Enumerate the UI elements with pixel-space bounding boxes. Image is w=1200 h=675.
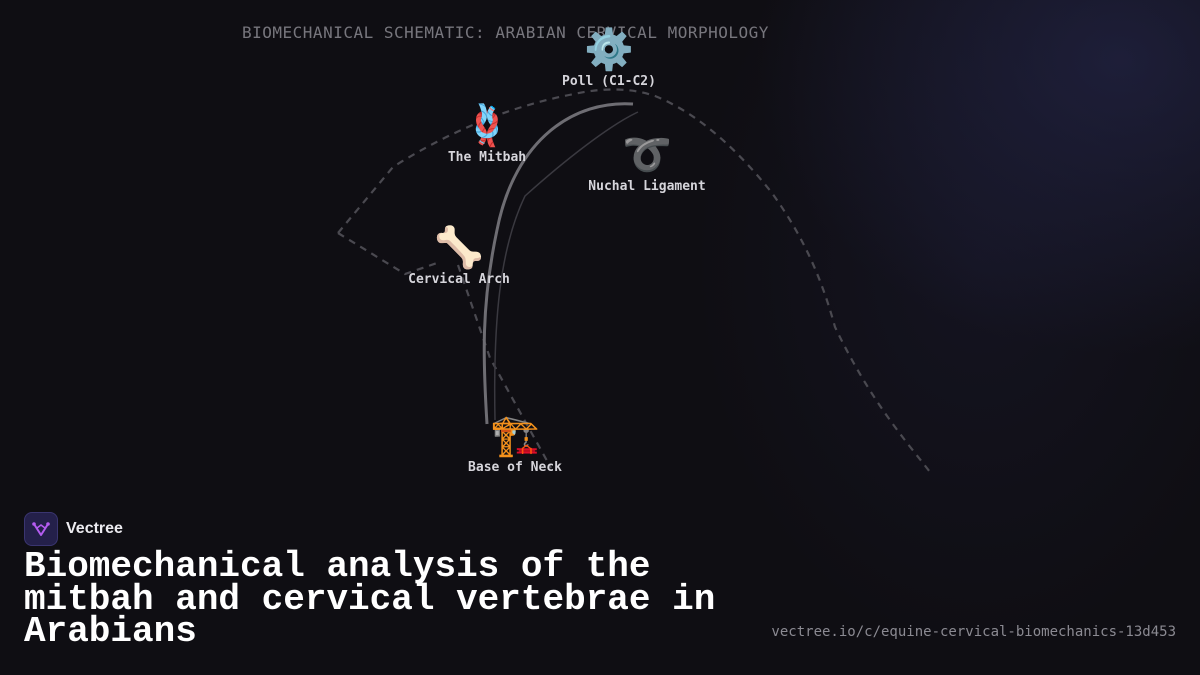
brand[interactable]: Vectree <box>24 512 123 546</box>
node-label: The Mitbah <box>447 150 527 165</box>
node-nuchal-ligament[interactable]: ➰ Nuchal Ligament <box>588 135 705 194</box>
nuchal-ligament-line <box>493 111 639 421</box>
neck-outline-dashed <box>337 88 931 473</box>
source-url[interactable]: vectree.io/c/equine-cervical-biomechanic… <box>771 624 1176 640</box>
chest-outline-dashed <box>456 264 552 469</box>
knot-icon: 🪢 <box>462 103 512 149</box>
vectree-logo-icon <box>24 512 58 546</box>
throat-outline-dashed <box>337 232 441 276</box>
node-base-of-neck[interactable]: 🏗️ Base of Neck <box>468 416 562 475</box>
node-poll[interactable]: ⚙️ Poll (C1-C2) <box>562 30 656 89</box>
node-label: Cervical Arch <box>408 272 510 287</box>
headline: Biomechanical analysis of the mitbah and… <box>24 546 716 652</box>
gear-icon: ⚙️ <box>584 27 634 73</box>
node-label: Nuchal Ligament <box>588 179 706 194</box>
brand-name: Vectree <box>66 520 123 537</box>
node-label: Poll (C1-C2) <box>562 74 656 89</box>
crane-icon: 🏗️ <box>490 413 540 459</box>
diagram-title: BIOMECHANICAL SCHEMATIC: ARABIAN CERVICA… <box>242 23 769 42</box>
node-mitbah[interactable]: 🪢 The Mitbah <box>448 106 526 165</box>
node-label: Base of Neck <box>468 460 562 475</box>
cervical-curve <box>482 102 634 425</box>
node-cervical-arch[interactable]: 🦴 Cervical Arch <box>408 228 510 287</box>
curly-loop-icon: ➰ <box>622 132 672 178</box>
bone-icon: 🦴 <box>434 225 484 271</box>
